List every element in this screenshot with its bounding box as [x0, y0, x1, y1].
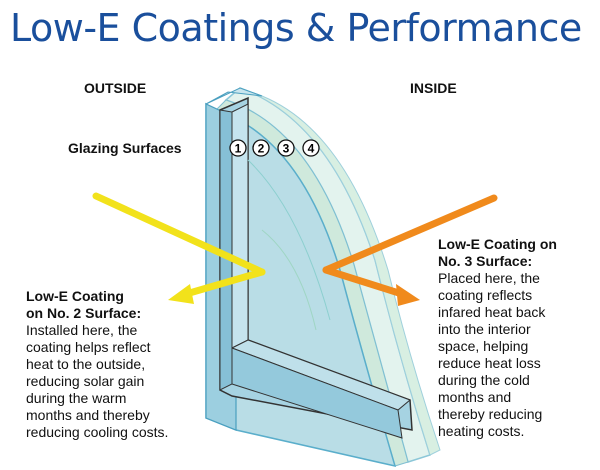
surface-line — [247, 159, 331, 321]
callout-text: coating helps reflect — [26, 339, 151, 355]
callout-text: thereby reducing — [438, 406, 543, 422]
callout-text: during the cold — [438, 372, 530, 388]
callout-text: coating reflects — [438, 287, 533, 303]
surface-number-4: 4 — [302, 139, 320, 157]
callout-text: infared heat back — [438, 304, 546, 320]
callout-heading: No. 3 Surface: — [438, 253, 533, 269]
page-title: Low-E Coatings & Performance — [10, 6, 582, 50]
callout-text: months and thereby — [26, 407, 150, 423]
inside-pane-face — [239, 87, 441, 456]
callout-text: Placed here, the — [438, 270, 540, 286]
callout-heading: on No. 2 Surface: — [26, 305, 142, 321]
callout-text: into the interior — [438, 321, 531, 337]
callout-text: heat to the outside, — [26, 356, 146, 372]
callout-text: Installed here, the — [26, 322, 138, 338]
surface-number-3: 3 — [277, 139, 295, 157]
no2-surface-callout: Low-E Coating on No. 2 Surface: Installe… — [26, 288, 216, 441]
callout-text: heating costs. — [438, 423, 525, 439]
callout-text: during the warm — [26, 390, 127, 406]
surface-line — [261, 229, 317, 331]
orange-heat-arrow — [322, 194, 498, 306]
callout-heading: Low-E Coating on — [438, 236, 557, 252]
yellow-solar-arrow — [92, 192, 266, 304]
callout-heading: Low-E Coating — [26, 288, 124, 304]
callout-text: space, helping — [438, 338, 529, 354]
outside-label: OUTSIDE — [84, 80, 147, 96]
glazing-surfaces-label: Glazing Surfaces — [68, 140, 182, 156]
surface-number-1: 1 — [229, 139, 247, 157]
inside-label: INSIDE — [410, 80, 457, 96]
sash-left-face — [219, 109, 233, 391]
svg-text:2: 2 — [258, 142, 265, 156]
svg-text:4: 4 — [308, 142, 315, 156]
surface-number-2: 2 — [252, 139, 270, 157]
callout-text: reduce heat loss — [438, 355, 541, 371]
pane-top-edge — [205, 87, 263, 105]
no3-surface-callout: Low-E Coating on No. 3 Surface: Placed h… — [438, 236, 598, 440]
svg-text:3: 3 — [283, 142, 290, 156]
callout-text: reducing cooling costs. — [26, 424, 169, 440]
svg-text:1: 1 — [235, 142, 242, 156]
callout-text: reducing solar gain — [26, 373, 145, 389]
callout-text: months and — [438, 389, 512, 405]
